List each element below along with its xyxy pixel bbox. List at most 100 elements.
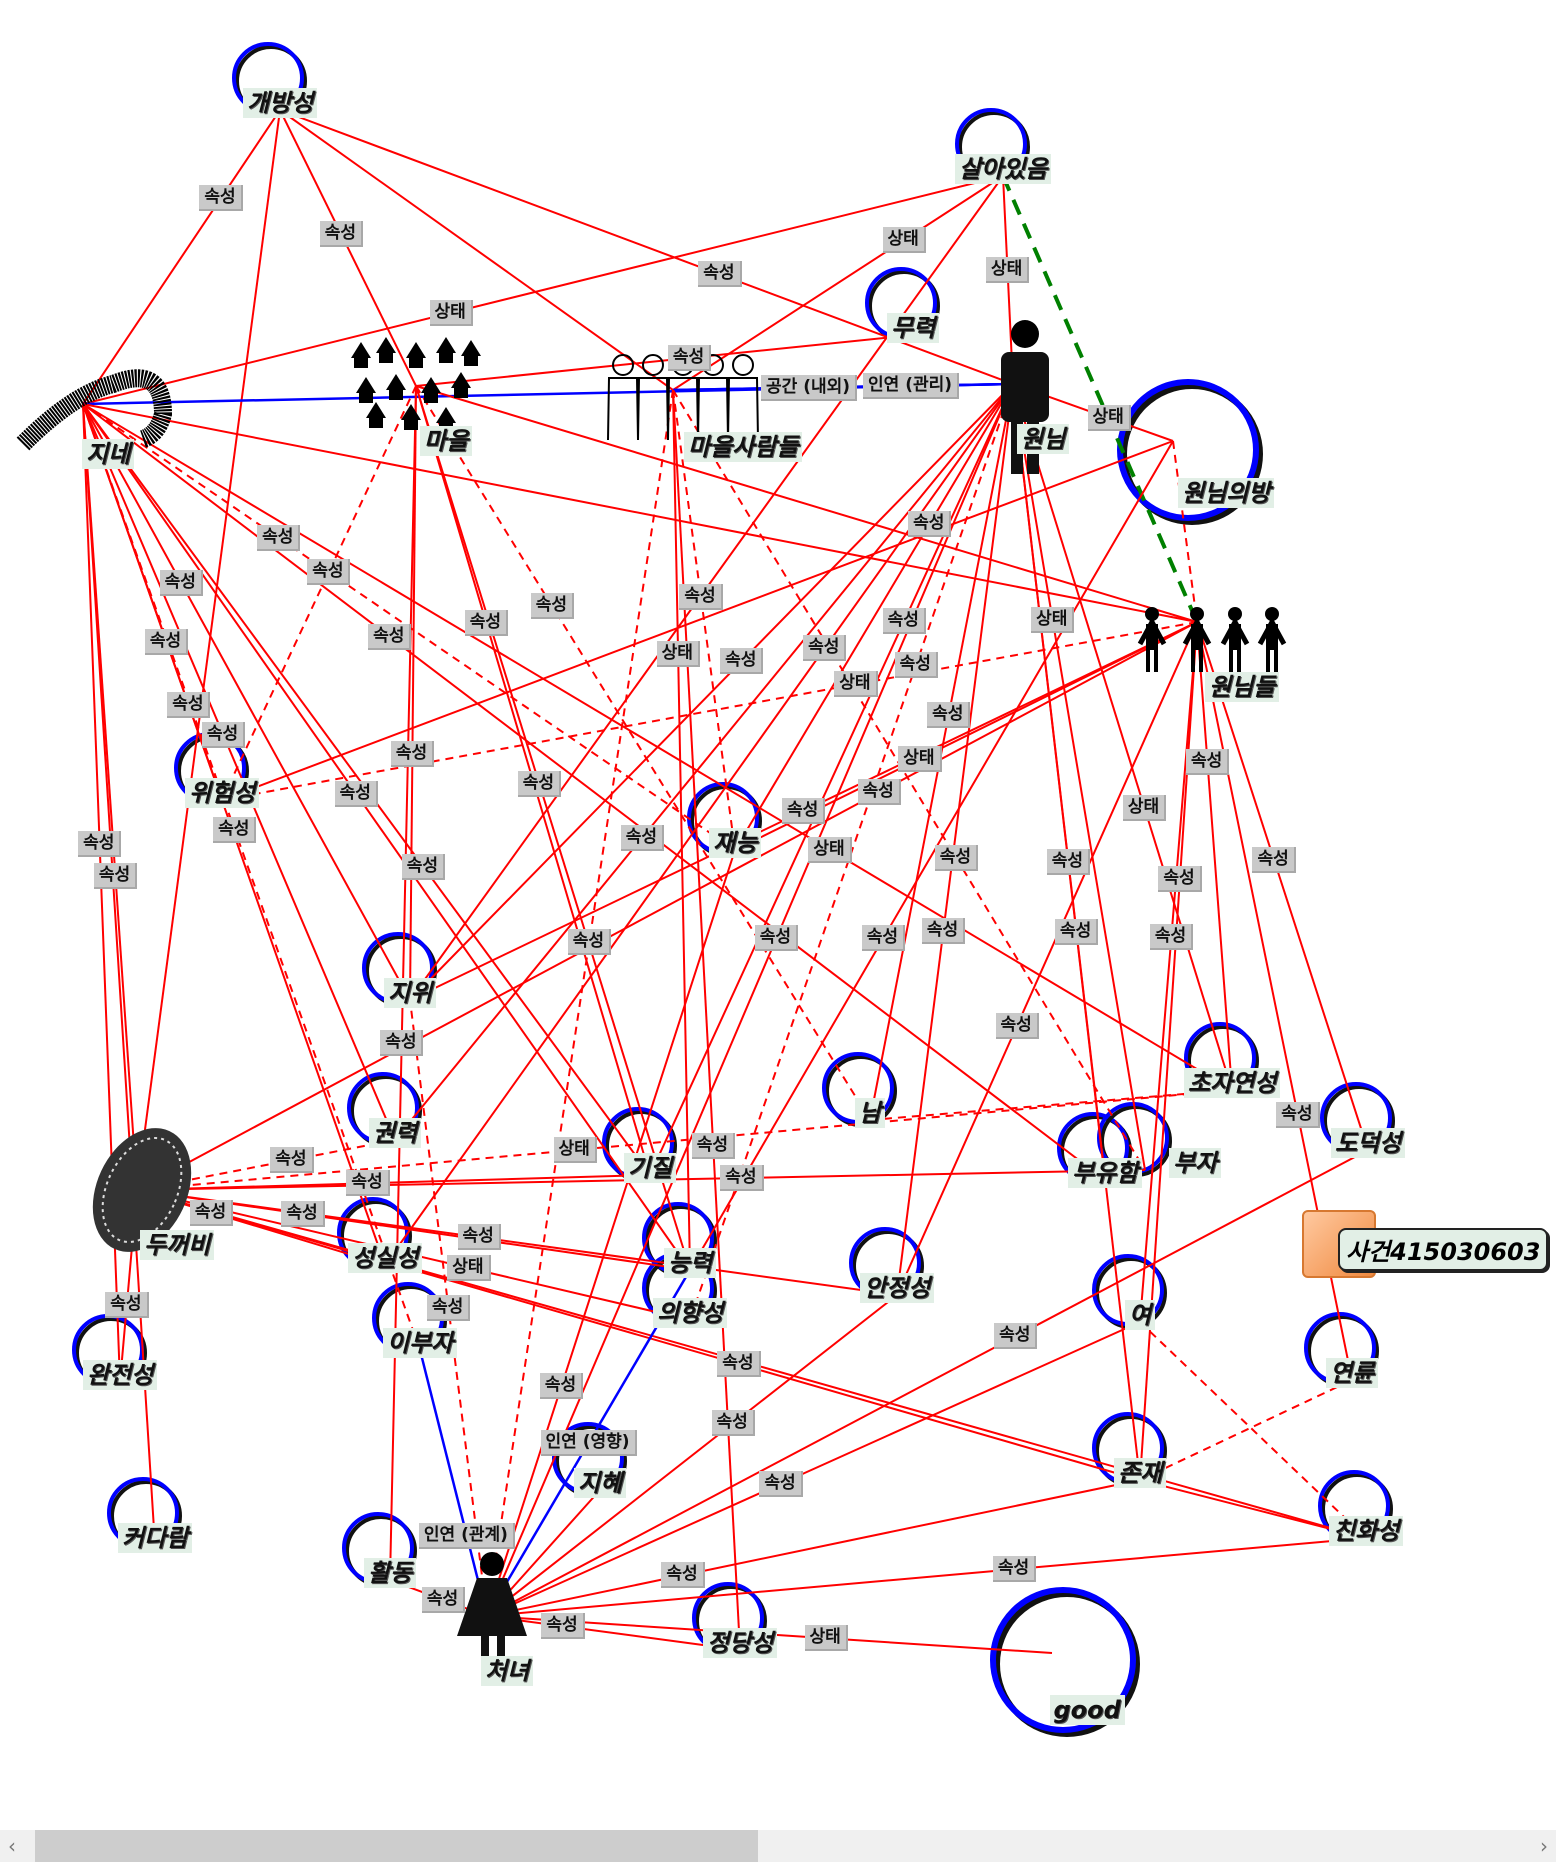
edge-label[interactable]: 상태 [986,256,1030,283]
edge-label[interactable]: 속성 [307,559,351,586]
edge-label[interactable]: 인연 (관계) [418,1523,515,1550]
edge-label[interactable]: 속성 [711,1410,755,1437]
edge-magistrate-power[interactable] [394,383,1014,1141]
edge-villagers-talent[interactable] [672,389,736,851]
node-magistrate[interactable]: 원님 [1017,424,1070,454]
edge-magistrate-temper[interactable] [649,383,1014,1176]
edge-magistrates-morality[interactable] [1196,621,1369,1151]
edge-label[interactable]: 공간 (내외) [761,374,858,401]
edge-maiden-morality[interactable] [486,1149,1369,1617]
edge-label[interactable]: 속성 [661,1562,705,1589]
node-legitimacy[interactable]: 정당성 [703,1628,778,1658]
edge-label[interactable]: 속성 [921,917,966,944]
edge-label[interactable]: 속성 [199,185,243,212]
edge-village-male[interactable] [415,385,871,1121]
node-big[interactable]: 커다람 [118,1523,193,1553]
node-toad[interactable]: 두꺼비 [140,1230,215,1260]
scrollbar-thumb[interactable] [35,1830,758,1862]
edge-label[interactable]: 속성 [720,1165,764,1191]
edge-villagers-ability[interactable] [672,389,691,1271]
edge-label[interactable]: 속성 [698,261,742,288]
edge-label[interactable]: 상태 [553,1137,597,1163]
edge-magistrates-toad[interactable] [136,621,1198,1191]
edge-label[interactable]: 속성 [894,651,938,678]
node-good[interactable]: good [1049,1695,1125,1725]
edge-villagers-rich[interactable] [672,389,1146,1171]
edge-label[interactable]: 속성 [567,928,612,955]
edge-label[interactable]: 속성 [720,648,764,675]
edge-centipede-ability[interactable] [82,403,691,1271]
villagers-icon[interactable] [607,354,759,441]
edge-force-village[interactable] [415,334,914,387]
edge-label[interactable]: 속성 [213,816,257,843]
edge-label[interactable]: 속성 [390,741,435,768]
edge-maiden-existence[interactable] [486,1479,1141,1617]
edge-female-affinity[interactable] [1139,1321,1367,1539]
edge-label[interactable]: 상태 [1087,405,1131,432]
edge-label[interactable]: 속성 [754,925,799,952]
edge-label[interactable]: 속성 [803,635,847,662]
edge-label[interactable]: 속성 [882,608,926,635]
node-intention[interactable]: 의향성 [653,1298,728,1328]
edge-label[interactable]: 상태 [834,671,878,698]
edge-label[interactable]: 상태 [804,1625,848,1652]
edge-openness-villagers[interactable] [279,109,674,391]
horizontal-scrollbar[interactable]: ‹ › [0,1830,1556,1862]
edge-label[interactable]: 속성 [427,1295,471,1321]
edge-label[interactable]: 속성 [105,1292,149,1319]
edge-label[interactable]: 속성 [144,628,189,655]
edge-maiden-female[interactable] [486,1321,1141,1617]
edge-label[interactable]: 속성 [464,609,508,636]
edge-label[interactable]: 속성 [78,831,122,858]
node-village[interactable]: 마을 [420,426,473,456]
edge-maiden-stability[interactable] [486,1294,898,1617]
edge-maiden-affinity[interactable] [486,1537,1367,1617]
edge-label[interactable]: 속성 [319,221,363,248]
edge-label[interactable]: 속성 [421,1586,466,1613]
edge-label[interactable]: 속성 [189,1199,234,1226]
edge-label[interactable]: 속성 [861,925,905,952]
node-female[interactable]: 여 [1125,1300,1156,1330]
edge-label[interactable]: 속성 [717,1351,761,1377]
edge-magistrate-rich[interactable] [1012,383,1146,1171]
node-rich[interactable]: 부자 [1169,1148,1222,1178]
edge-magistrate-status[interactable] [409,383,1014,1001]
edge-label[interactable]: 상태 [429,299,473,326]
edge-label[interactable]: 속성 [401,853,445,880]
edge-label[interactable]: 속성 [201,722,246,749]
node-force[interactable]: 무력 [887,313,940,343]
edge-label[interactable]: 속성 [368,623,412,650]
node-power[interactable]: 권력 [369,1118,422,1148]
edge-label[interactable]: 속성 [995,1012,1039,1039]
edge-male-supernatural[interactable] [869,1089,1233,1121]
edge-village-danger[interactable] [221,385,417,801]
edge-label[interactable]: 속성 [1158,866,1202,893]
edge-magistrate_room-danger[interactable] [221,440,1174,801]
edge-existence-age[interactable] [1139,1379,1353,1481]
scroll-right-icon[interactable]: › [1540,1834,1548,1858]
node-temper[interactable]: 기질 [624,1153,677,1183]
edge-toad-stability[interactable] [136,1189,898,1296]
edge-label[interactable]: 속성 [927,702,971,729]
edge-label[interactable]: 상태 [656,641,700,667]
edge-label[interactable]: 속성 [857,779,901,806]
edge-village-status[interactable] [409,385,417,1001]
edge-label[interactable]: 속성 [380,1029,424,1056]
edge-openness-village[interactable] [279,109,417,387]
edge-magistrate_room-magistrates[interactable] [1172,440,1198,623]
edge-magistrate-stability[interactable] [896,383,1014,1296]
edge-label[interactable]: 속성 [541,1613,585,1640]
edge-label[interactable]: 상태 [898,745,942,772]
edge-label[interactable]: 속성 [159,569,203,596]
edge-magistrate-maiden[interactable] [486,383,1014,1617]
edge-label[interactable]: 속성 [539,1373,584,1400]
edge-label[interactable]: 상태 [1122,794,1167,821]
node-status[interactable]: 지위 [384,978,437,1008]
edge-label[interactable]: 속성 [270,1147,314,1173]
node-stability[interactable]: 안정성 [860,1273,935,1303]
edge-magistrates-stability[interactable] [896,621,1198,1296]
centipede-icon[interactable] [16,369,173,451]
node-stepfather[interactable]: 이부자 [383,1328,458,1358]
edge-label[interactable]: 상태 [882,227,926,254]
edge-centipede-status[interactable] [82,403,411,1001]
